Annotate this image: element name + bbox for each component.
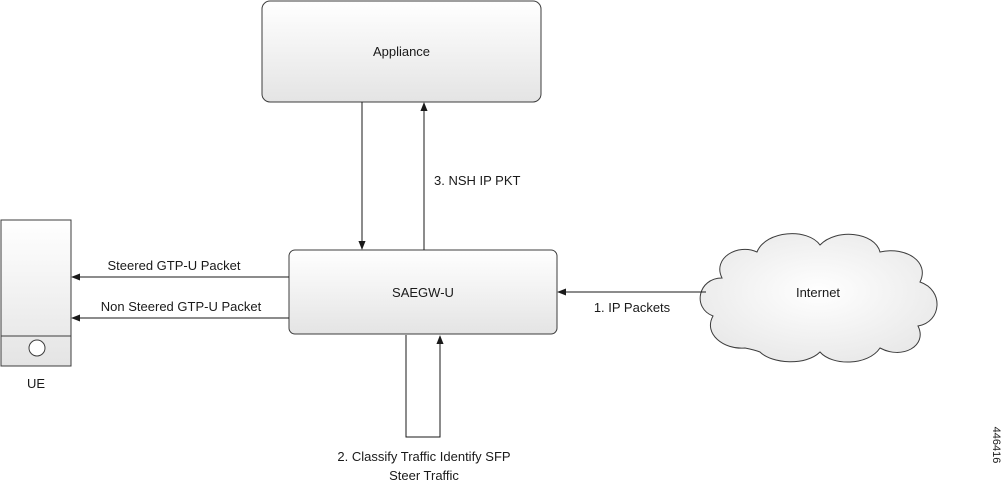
nsh-ip-pkt-label: 3. NSH IP PKT <box>434 173 521 188</box>
internet-node: Internet <box>699 233 938 363</box>
saegw-box <box>288 249 558 335</box>
appliance-node: Appliance <box>261 0 542 103</box>
ue-home-button-icon <box>28 339 46 357</box>
ue-device: UE <box>0 219 72 391</box>
classify-traffic-label-line2: Steer Traffic <box>389 468 459 483</box>
classify-traffic-label-line1: 2. Classify Traffic Identify SFP <box>337 449 510 464</box>
ue-label: UE <box>27 376 45 391</box>
saegw-label: SAEGW-U <box>392 285 454 300</box>
steered-gtpu-label: Steered GTP-U Packet <box>108 258 241 273</box>
ip-packets-label: 1. IP Packets <box>594 300 671 315</box>
figure-id: 446416 <box>990 427 1002 464</box>
appliance-label: Appliance <box>373 44 430 59</box>
saegw-node: SAEGW-U <box>288 249 558 335</box>
classify-loop-arrow <box>405 335 444 438</box>
internet-cloud-icon <box>699 233 938 363</box>
appliance-box <box>261 0 542 103</box>
non-steered-gtpu-label: Non Steered GTP-U Packet <box>101 299 262 314</box>
internet-label: Internet <box>796 285 840 300</box>
